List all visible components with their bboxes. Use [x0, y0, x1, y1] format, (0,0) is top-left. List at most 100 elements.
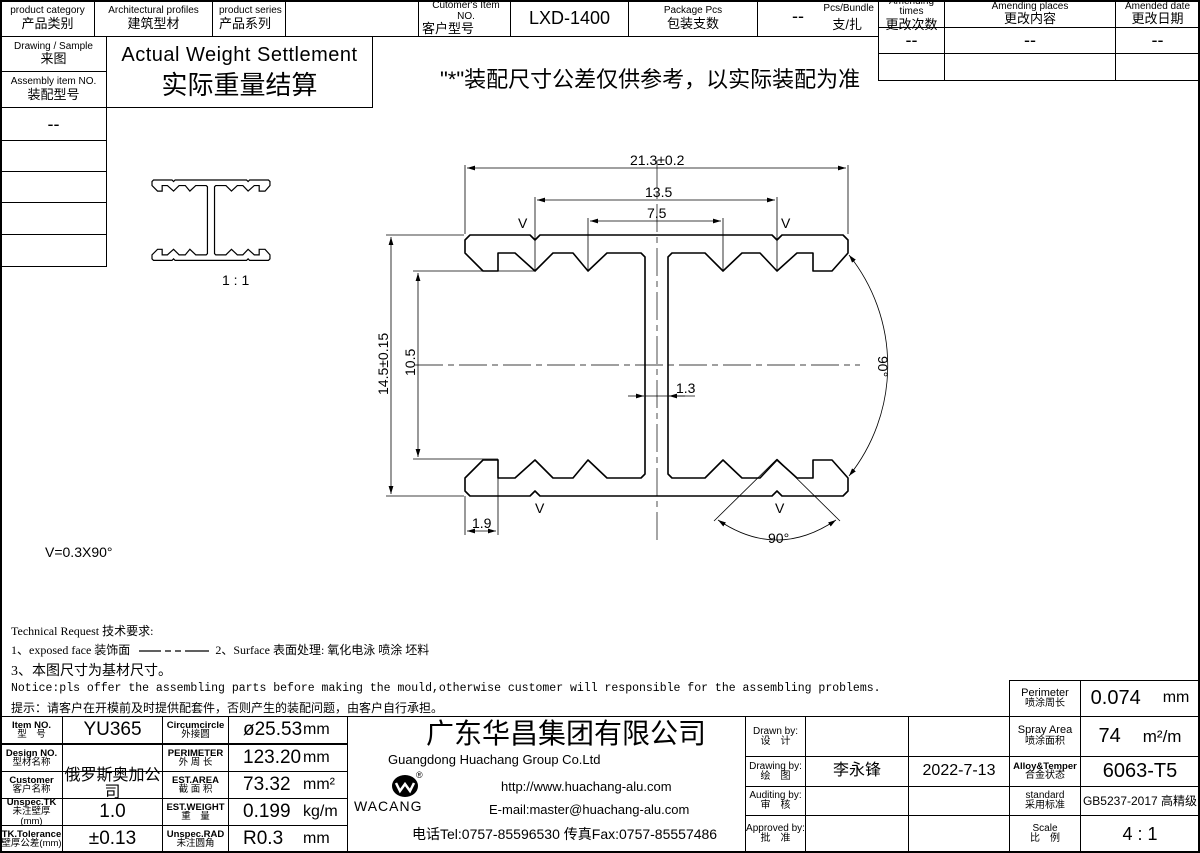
- label-cn: 喷涂周长: [1025, 697, 1065, 709]
- spray-area-value-cell: 74 m²/m: [1080, 716, 1200, 757]
- value-en: Architectural profiles: [108, 5, 199, 17]
- spec-label-cell: Item NO.型 号: [0, 716, 63, 744]
- angle-right-label: 90°: [875, 356, 891, 377]
- v-mark: V: [775, 500, 785, 516]
- label-cn: 客户型号: [422, 21, 475, 37]
- dim-13-label: 13.5: [645, 184, 672, 200]
- dim-height-label: 14.5±0.15: [375, 333, 391, 395]
- company-email[interactable]: E-mail:master@huachang-alu.com: [489, 802, 690, 817]
- dim-width-label: 21.3±0.2: [630, 152, 685, 168]
- spray-area-unit: m²/m: [1142, 726, 1182, 746]
- title-cn: 实际重量结算: [161, 69, 318, 100]
- label-cn: 未注壁厚 (mm): [12, 806, 51, 827]
- signoff-role-cell: Drawing by:绘 图: [745, 756, 806, 787]
- label-en: Alloy&Temper: [1013, 760, 1077, 772]
- label-en: Customer: [9, 774, 54, 786]
- dimension-labels: 21.3±0.2 13.5 7.5 14.5±0.15 10.5 1.3 1.9…: [45, 152, 891, 560]
- value-cn: 建筑型材: [127, 15, 180, 31]
- label-en: EST.WEIGHT: [166, 801, 225, 813]
- label-cn: 合金状态: [1025, 770, 1065, 781]
- label-en: Amended date: [1124, 0, 1191, 12]
- spec-key-value: 123.20: [243, 747, 302, 768]
- notice-en: Notice:pls offer the assembling parts be…: [11, 682, 881, 695]
- spec-value: 俄罗斯奥加公司: [62, 767, 163, 801]
- signoff-name: 李永锋: [805, 756, 909, 787]
- svg-text:®: ®: [416, 770, 423, 780]
- label-en: Package Pcs: [663, 5, 723, 17]
- profile-thumbnail: [152, 180, 270, 260]
- spec-key-value: 73.32: [243, 774, 291, 795]
- spec-key-value: ø25.53: [243, 719, 303, 740]
- label-en: Drawing by:: [749, 760, 802, 772]
- label-cn: 绘 图: [760, 770, 791, 782]
- spec-unit: kg/m: [303, 803, 338, 820]
- label-en: Circumcircle: [166, 719, 225, 731]
- spec-label-cell: Design NO.型材名称: [0, 744, 63, 772]
- tech-item-3: 3、本图尺寸为基材尺寸。: [11, 664, 172, 679]
- spray-area-value: 74: [1098, 725, 1121, 747]
- label-cn: 产品类别: [21, 15, 74, 31]
- label-cn: 设 计: [760, 735, 791, 747]
- label-cn: 截 面 积: [178, 784, 213, 795]
- label-cn: 壁厚公差(mm): [1, 838, 62, 849]
- spec-key-value: R0.3: [243, 828, 284, 849]
- signoff-role-cell: Approved by:批 准: [745, 815, 806, 853]
- label-en: Cutomer's Item NO.: [432, 0, 500, 22]
- logo-text: WACANG: [354, 798, 423, 814]
- dim-web-label: 1.3: [676, 380, 696, 396]
- signoff-name: [805, 716, 909, 757]
- exposed-face-line-symbol: [139, 650, 210, 652]
- label-cn: 型材名称: [12, 757, 51, 768]
- profile-outline: [464, 234, 849, 497]
- company-url[interactable]: http://www.huachang-alu.com: [501, 779, 672, 794]
- signoff-date: [908, 815, 1010, 853]
- label-cn: 支/扎: [832, 17, 862, 32]
- signoff-role-cell: Auditing by:审 核: [745, 786, 806, 816]
- spec-value: 1.0: [62, 798, 163, 826]
- dim-inner-label: 10.5: [402, 349, 418, 376]
- label-cn: 外接圆: [181, 729, 210, 740]
- company-block: 广东华昌集团有限公司 Guangdong Huachang Group Co.L…: [347, 716, 746, 853]
- label-en: standard: [1025, 789, 1065, 801]
- label-en: Drawing / Sample: [14, 40, 93, 52]
- spec-value: ±0.13: [62, 825, 163, 853]
- label-en: Amending times: [888, 0, 935, 18]
- label-cn: 装配型号: [27, 86, 80, 102]
- label-cn: 采用标准: [1025, 800, 1065, 811]
- label-cn: 更改日期: [1131, 11, 1184, 27]
- label-en: TK.Tolerance: [1, 828, 62, 840]
- label-cn: 审 核: [760, 800, 791, 811]
- signoff-name: [805, 786, 909, 816]
- label-cn: 更改内容: [1003, 11, 1056, 27]
- label-en: Perimeter: [1021, 686, 1069, 699]
- standard-value: GB5237-2017 高精级: [1080, 786, 1200, 816]
- label-en: Assembly item NO.: [10, 76, 97, 88]
- v-mark: V: [535, 500, 545, 516]
- tech-request-title: Technical Request 技术要求:: [11, 624, 154, 638]
- spec-unit: mm: [303, 830, 330, 847]
- label-en: Design NO.: [5, 747, 58, 759]
- label-cn: 比 例: [1030, 833, 1060, 844]
- spec-unit: mm: [303, 721, 330, 738]
- thumb-frame: [152, 180, 270, 258]
- label-en: Pcs/Bundle: [823, 3, 874, 14]
- label-cn: 型 号: [17, 729, 46, 740]
- dimension-lines: [386, 165, 889, 541]
- label-en: Unspec.RAD: [166, 828, 225, 840]
- company-phone: 电话Tel:0757-85596530 传真Fax:0757-85557486: [412, 826, 718, 842]
- alloy-value: 6063-T5: [1080, 756, 1200, 787]
- title-en: Actual Weight Settlement: [121, 43, 358, 66]
- label-cn: 未注圆角: [176, 838, 215, 849]
